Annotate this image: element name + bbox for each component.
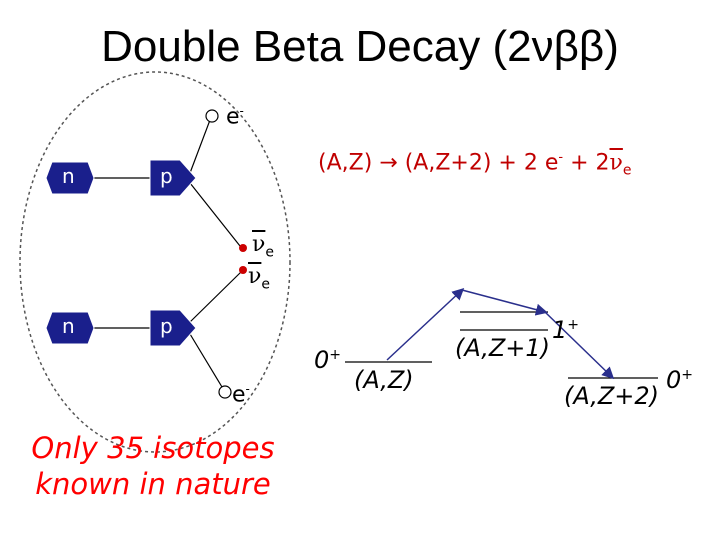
top-electron-charge: - bbox=[239, 104, 244, 118]
transition-arrow-up bbox=[386, 287, 465, 361]
top-antineutrino-label: νe bbox=[252, 232, 274, 260]
daughter-spin-label: 0+ bbox=[666, 366, 693, 394]
top-electron-label: e- bbox=[226, 104, 244, 129]
reaction-antineutrino-flavor: e bbox=[622, 162, 632, 179]
page-title: Double Beta Decay (2νββ) bbox=[101, 22, 619, 71]
reaction-rhs: (A,Z+2) + 2 e bbox=[404, 150, 559, 176]
top-neutrino-dot bbox=[239, 244, 247, 252]
bottom-electron-label: e- bbox=[232, 382, 250, 407]
parent-parity: + bbox=[329, 347, 342, 363]
nucleus-outline bbox=[19, 71, 291, 453]
top-proton-label: p bbox=[160, 164, 173, 188]
bottom-electron-charge: - bbox=[245, 382, 250, 396]
bottom-antineutrino-label: νe bbox=[248, 264, 270, 292]
intermediate-spin-label: 1+ bbox=[552, 316, 579, 344]
bottom-antineutrino-symbol: ν bbox=[248, 264, 262, 289]
daughter-spin: 0 bbox=[666, 366, 682, 394]
top-electron-line bbox=[189, 119, 211, 174]
top-neutron-label: n bbox=[62, 164, 75, 188]
reaction-arrow: → bbox=[379, 150, 398, 176]
bottom-electron-dot bbox=[218, 385, 232, 399]
reaction-electron-charge: - bbox=[558, 150, 564, 165]
bottom-proton-label: p bbox=[160, 314, 173, 338]
reaction-plus-two: + 2 bbox=[563, 150, 610, 176]
bottom-electron-line bbox=[189, 333, 223, 388]
parent-nucleus-label: (A,Z) bbox=[354, 366, 414, 394]
top-antineutrino-symbol: ν bbox=[252, 232, 266, 257]
intermediate-spin: 1 bbox=[552, 316, 568, 344]
top-proton-node bbox=[149, 159, 197, 197]
bottom-proton-node bbox=[149, 309, 197, 347]
transition-arrow-across bbox=[461, 289, 548, 316]
top-electron-symbol: e bbox=[226, 104, 240, 130]
bottom-neutron-label: n bbox=[62, 314, 75, 338]
bottom-neutron-node bbox=[45, 311, 95, 345]
top-neutron-node bbox=[45, 161, 95, 195]
daughter-nucleus-label: (A,Z+2) bbox=[564, 382, 660, 410]
intermediate-parity: + bbox=[567, 317, 580, 333]
daughter-parity: + bbox=[681, 367, 694, 383]
isotope-note: Only 35 isotopes known in nature bbox=[18, 430, 288, 502]
intermediate-nucleus-label: (A,Z+1) bbox=[455, 334, 551, 362]
top-electron-dot bbox=[205, 109, 219, 123]
reaction-equation: (A,Z) → (A,Z+2) + 2 e- + 2νe bbox=[318, 150, 632, 179]
reaction-antineutrino: ν bbox=[609, 150, 623, 176]
top-antineutrino-flavor: e bbox=[265, 244, 274, 261]
transition-arrow-down bbox=[544, 311, 615, 380]
reaction-lhs: (A,Z) bbox=[318, 150, 373, 176]
top-neutrino-line bbox=[189, 182, 241, 247]
parent-spin-label: 0+ bbox=[314, 346, 341, 374]
isotope-note-line-1: Only 35 isotopes bbox=[31, 431, 275, 465]
bottom-antineutrino-flavor: e bbox=[261, 276, 270, 293]
parent-spin: 0 bbox=[314, 346, 330, 374]
isotope-note-line-2: known in nature bbox=[35, 467, 271, 501]
bottom-neutrino-dot bbox=[239, 266, 247, 274]
bottom-neutrino-line bbox=[189, 271, 242, 323]
bottom-electron-symbol: e bbox=[232, 382, 246, 408]
